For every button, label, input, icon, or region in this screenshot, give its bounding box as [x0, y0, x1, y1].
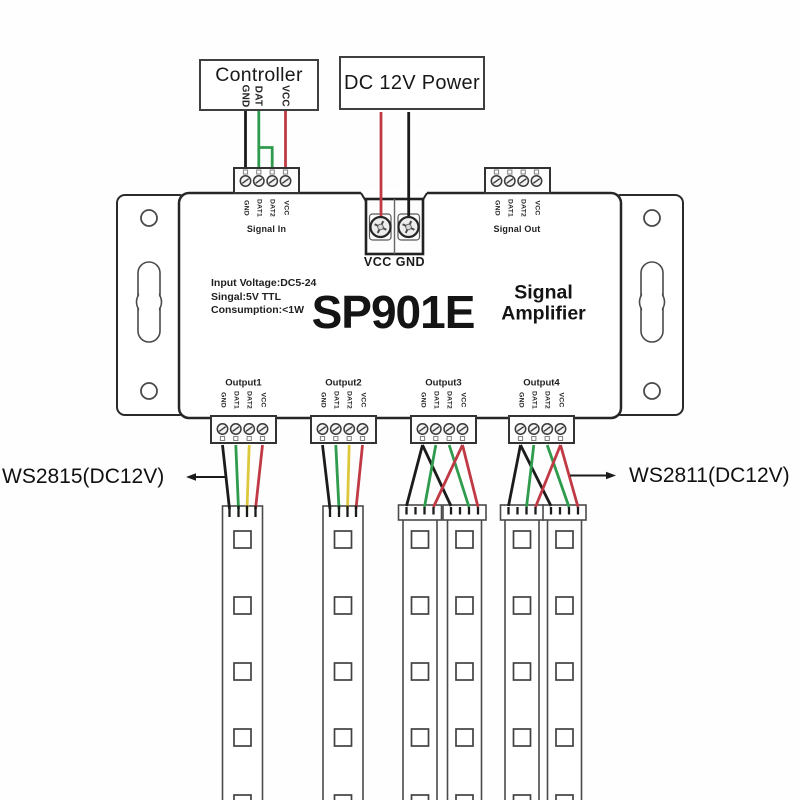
- pin-label-gnd: GND: [239, 84, 251, 108]
- power-screw-vcc-icon: [369, 215, 392, 239]
- pin-label: DAT2: [445, 390, 453, 410]
- model-label: SP901E: [311, 286, 476, 338]
- spec-input-voltage: Input Voltage:DC5-24: [211, 277, 317, 289]
- product-name-line2: Amplifier: [501, 302, 586, 324]
- strip-pins: [228, 505, 580, 517]
- data-wires: [234, 111, 571, 510]
- screw-hole-icon: [140, 209, 158, 227]
- led-strip-2: [322, 505, 364, 800]
- pin-label: VCC: [359, 392, 366, 408]
- ws2815-strip-label: WS2815(DC12V): [2, 465, 165, 488]
- pin-label: GND: [517, 392, 524, 408]
- pin-label: DAT1: [432, 390, 440, 410]
- ground-wires: [221, 111, 553, 510]
- pin-label: GND: [219, 392, 226, 408]
- pin-label: DAT2: [519, 198, 527, 218]
- pin-label: DAT2: [268, 198, 276, 218]
- signal-in-terminal-block: [234, 168, 299, 193]
- strip-connector: [397, 504, 443, 521]
- pin-label: DAT1: [332, 390, 340, 410]
- strip-connector: [542, 504, 587, 521]
- ws2811-arrow-icon: [570, 471, 616, 480]
- dc-power-label: DC 12V Power: [344, 71, 480, 94]
- output1-label: Output1: [225, 377, 262, 388]
- output3-terminal-block: [411, 416, 476, 443]
- pin-label: DAT1: [530, 390, 538, 410]
- led-strip-5: [504, 517, 540, 800]
- output3-label: Output3: [425, 377, 462, 388]
- ws2811-strip-label: WS2811(DC12V): [629, 464, 790, 487]
- spec-consumption: Consumption:<1W: [211, 304, 305, 316]
- pin-label: DAT1: [255, 198, 263, 218]
- pin-label: VCC: [459, 392, 466, 408]
- product-name-line1: Signal: [514, 281, 573, 304]
- power-terminal-label: VCC GND: [363, 255, 426, 269]
- led-strip-1: [221, 505, 264, 800]
- screw-hole-icon: [140, 382, 158, 400]
- screw-hole-icon: [643, 209, 661, 227]
- pin-label: DAT1: [506, 198, 514, 218]
- pin-label: VCC: [282, 200, 289, 216]
- product-name: Signal Amplifier: [501, 281, 586, 324]
- led-strip-4: [446, 517, 483, 800]
- ws2815-arrow-icon: [186, 473, 227, 481]
- controller-box: Controller: [199, 59, 319, 111]
- spec-list: Input Voltage:DC5-24 Singal:5V TTL Consu…: [211, 277, 316, 318]
- pin-label: VCC: [259, 392, 266, 408]
- strip-connector: [499, 504, 545, 521]
- backup-data-wires: [245, 444, 351, 510]
- signal-out-terminal-block: [485, 168, 550, 193]
- led-strip-3: [402, 517, 438, 800]
- output1-terminal-block: [211, 416, 276, 443]
- pin-label-vcc: VCC: [279, 85, 290, 107]
- output4-terminal-block: [509, 416, 574, 443]
- pin-label: DAT2: [345, 390, 353, 410]
- strip-connector: [442, 504, 487, 521]
- led-strip-6: [546, 517, 583, 800]
- pin-label: VCC: [533, 200, 540, 216]
- keyhole-slot-icon: [638, 261, 666, 343]
- vcc-wires: [254, 111, 580, 510]
- output4-label: Output4: [523, 377, 560, 388]
- dc-power-box: DC 12V Power: [339, 56, 485, 110]
- keyhole-slot-icon: [135, 261, 163, 343]
- pin-label: DAT2: [543, 390, 551, 410]
- pin-label: VCC: [557, 392, 564, 408]
- signal-out-label: Signal Out: [493, 224, 541, 234]
- pin-label-dat: DAT: [252, 85, 264, 107]
- led-strips: [221, 504, 587, 800]
- pin-label: DAT1: [232, 390, 240, 410]
- pin-label: GND: [419, 392, 426, 408]
- pin-label: GND: [493, 200, 500, 216]
- controller-label: Controller: [215, 64, 303, 86]
- output2-terminal-block: [311, 416, 376, 443]
- pin-label: DAT2: [245, 390, 253, 410]
- spec-signal: Singal:5V TTL: [211, 290, 282, 303]
- pin-label: GND: [242, 200, 249, 216]
- signal-in-label: Signal In: [246, 224, 287, 234]
- pin-label: GND: [319, 392, 326, 408]
- output2-label: Output2: [325, 377, 362, 388]
- power-screw-gnd-icon: [397, 215, 420, 239]
- screw-hole-icon: [643, 382, 661, 400]
